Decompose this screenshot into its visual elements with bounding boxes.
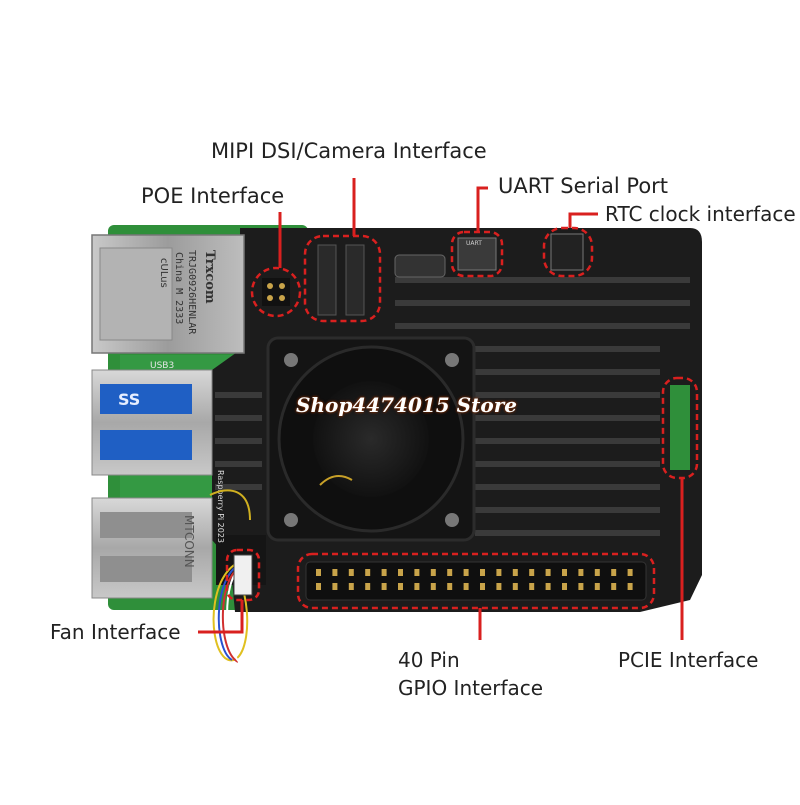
gpio-pin (512, 569, 518, 576)
gpio-pin (414, 569, 420, 576)
gpio-pin (365, 583, 371, 590)
gpio-pin (381, 583, 387, 590)
pcie-interface-label: PCIE Interface (618, 648, 759, 672)
gpio-pin (447, 569, 453, 576)
gpio-pin (365, 569, 371, 576)
fan-connector (233, 554, 253, 596)
gpio-pin (529, 583, 535, 590)
gpio-pin (430, 569, 436, 576)
board-text: Raspberry Pi 2023 (216, 470, 225, 543)
pcie-connector (670, 385, 690, 470)
uart-port: UART (457, 237, 497, 271)
gpio-pin (398, 569, 403, 576)
mipi-connectors (317, 244, 446, 316)
gpio-pin (348, 583, 354, 590)
gpio-header (305, 561, 647, 601)
gpio-pin (594, 569, 600, 576)
gpio-pin (430, 583, 436, 590)
gpio-pin (627, 569, 633, 576)
ethernet-model-text: TRJG0926HENLAR (186, 250, 197, 335)
fan-interface-label: Fan Interface (50, 620, 181, 644)
gpio-interface-label: 40 Pin GPIO Interface (398, 646, 543, 702)
gpio-pin (480, 569, 485, 576)
poe-interface-label: POE Interface (141, 184, 285, 208)
gpio-pin (348, 569, 354, 576)
ethernet-ul-text: cULus (158, 258, 169, 288)
fan-callout-box (225, 548, 261, 602)
mipi-interface-label: MIPI DSI/Camera Interface (211, 139, 487, 163)
usb3-port: SS USB3 Raspberry Pi 2023 (91, 361, 225, 543)
rtc-connector (550, 233, 584, 271)
gpio-pin (611, 583, 617, 590)
rtc-callout-box (542, 226, 594, 278)
gpio-pin (578, 569, 584, 576)
ethernet-port: Trxcom TRJG0926HENLAR China M 2333 cULus (91, 234, 245, 354)
store-watermark: Shop4474015 Store (296, 393, 517, 417)
gpio-pin (414, 583, 420, 590)
rtc-clock-interface-label: RTC clock interface (605, 202, 796, 226)
mipi-callout-box (303, 234, 382, 323)
gpio-pin (562, 569, 567, 576)
leader-lines (198, 178, 684, 640)
gpio-pin (316, 583, 321, 590)
gpio-pin (545, 569, 551, 576)
mtconn-label: MTCONN (182, 515, 196, 568)
gpio-pin (381, 569, 387, 576)
usb3-label: USB3 (150, 361, 174, 371)
gpio-pin (496, 569, 502, 576)
gpio-pin (447, 583, 453, 590)
gpio-callout-box (296, 552, 656, 610)
usb-ss-logo: SS (118, 390, 140, 409)
gpio-pin (332, 569, 338, 576)
gpio-pin (578, 583, 584, 590)
gpio-pin (496, 583, 502, 590)
gpio-label-line2: GPIO Interface (398, 676, 544, 700)
gpio-label-line1: 40 Pin (398, 648, 460, 672)
pcie-callout-box (661, 376, 699, 480)
gpio-pin (398, 583, 403, 590)
cooling-fan (266, 336, 476, 542)
usb2-port: MTCONN (91, 497, 213, 599)
gpio-pin (480, 583, 485, 590)
gpio-pin (316, 569, 321, 576)
gpio-pin (562, 583, 567, 590)
gpio-pin (463, 583, 469, 590)
gpio-pin (627, 583, 633, 590)
poe-header (262, 278, 290, 306)
gpio-pin (611, 569, 617, 576)
uart-serial-port-label: UART Serial Port (498, 174, 669, 198)
gpio-pin (545, 583, 551, 590)
poe-callout-ring (250, 266, 302, 318)
gpio-pin (529, 569, 535, 576)
ethernet-origin-text: China M 2333 (173, 252, 184, 324)
gpio-pin (512, 583, 518, 590)
uart-tag: UART (466, 240, 482, 247)
gpio-pin (594, 583, 600, 590)
gpio-pin (463, 569, 469, 576)
ethernet-brand-text: Trxcom (202, 250, 217, 304)
gpio-pin (332, 583, 338, 590)
